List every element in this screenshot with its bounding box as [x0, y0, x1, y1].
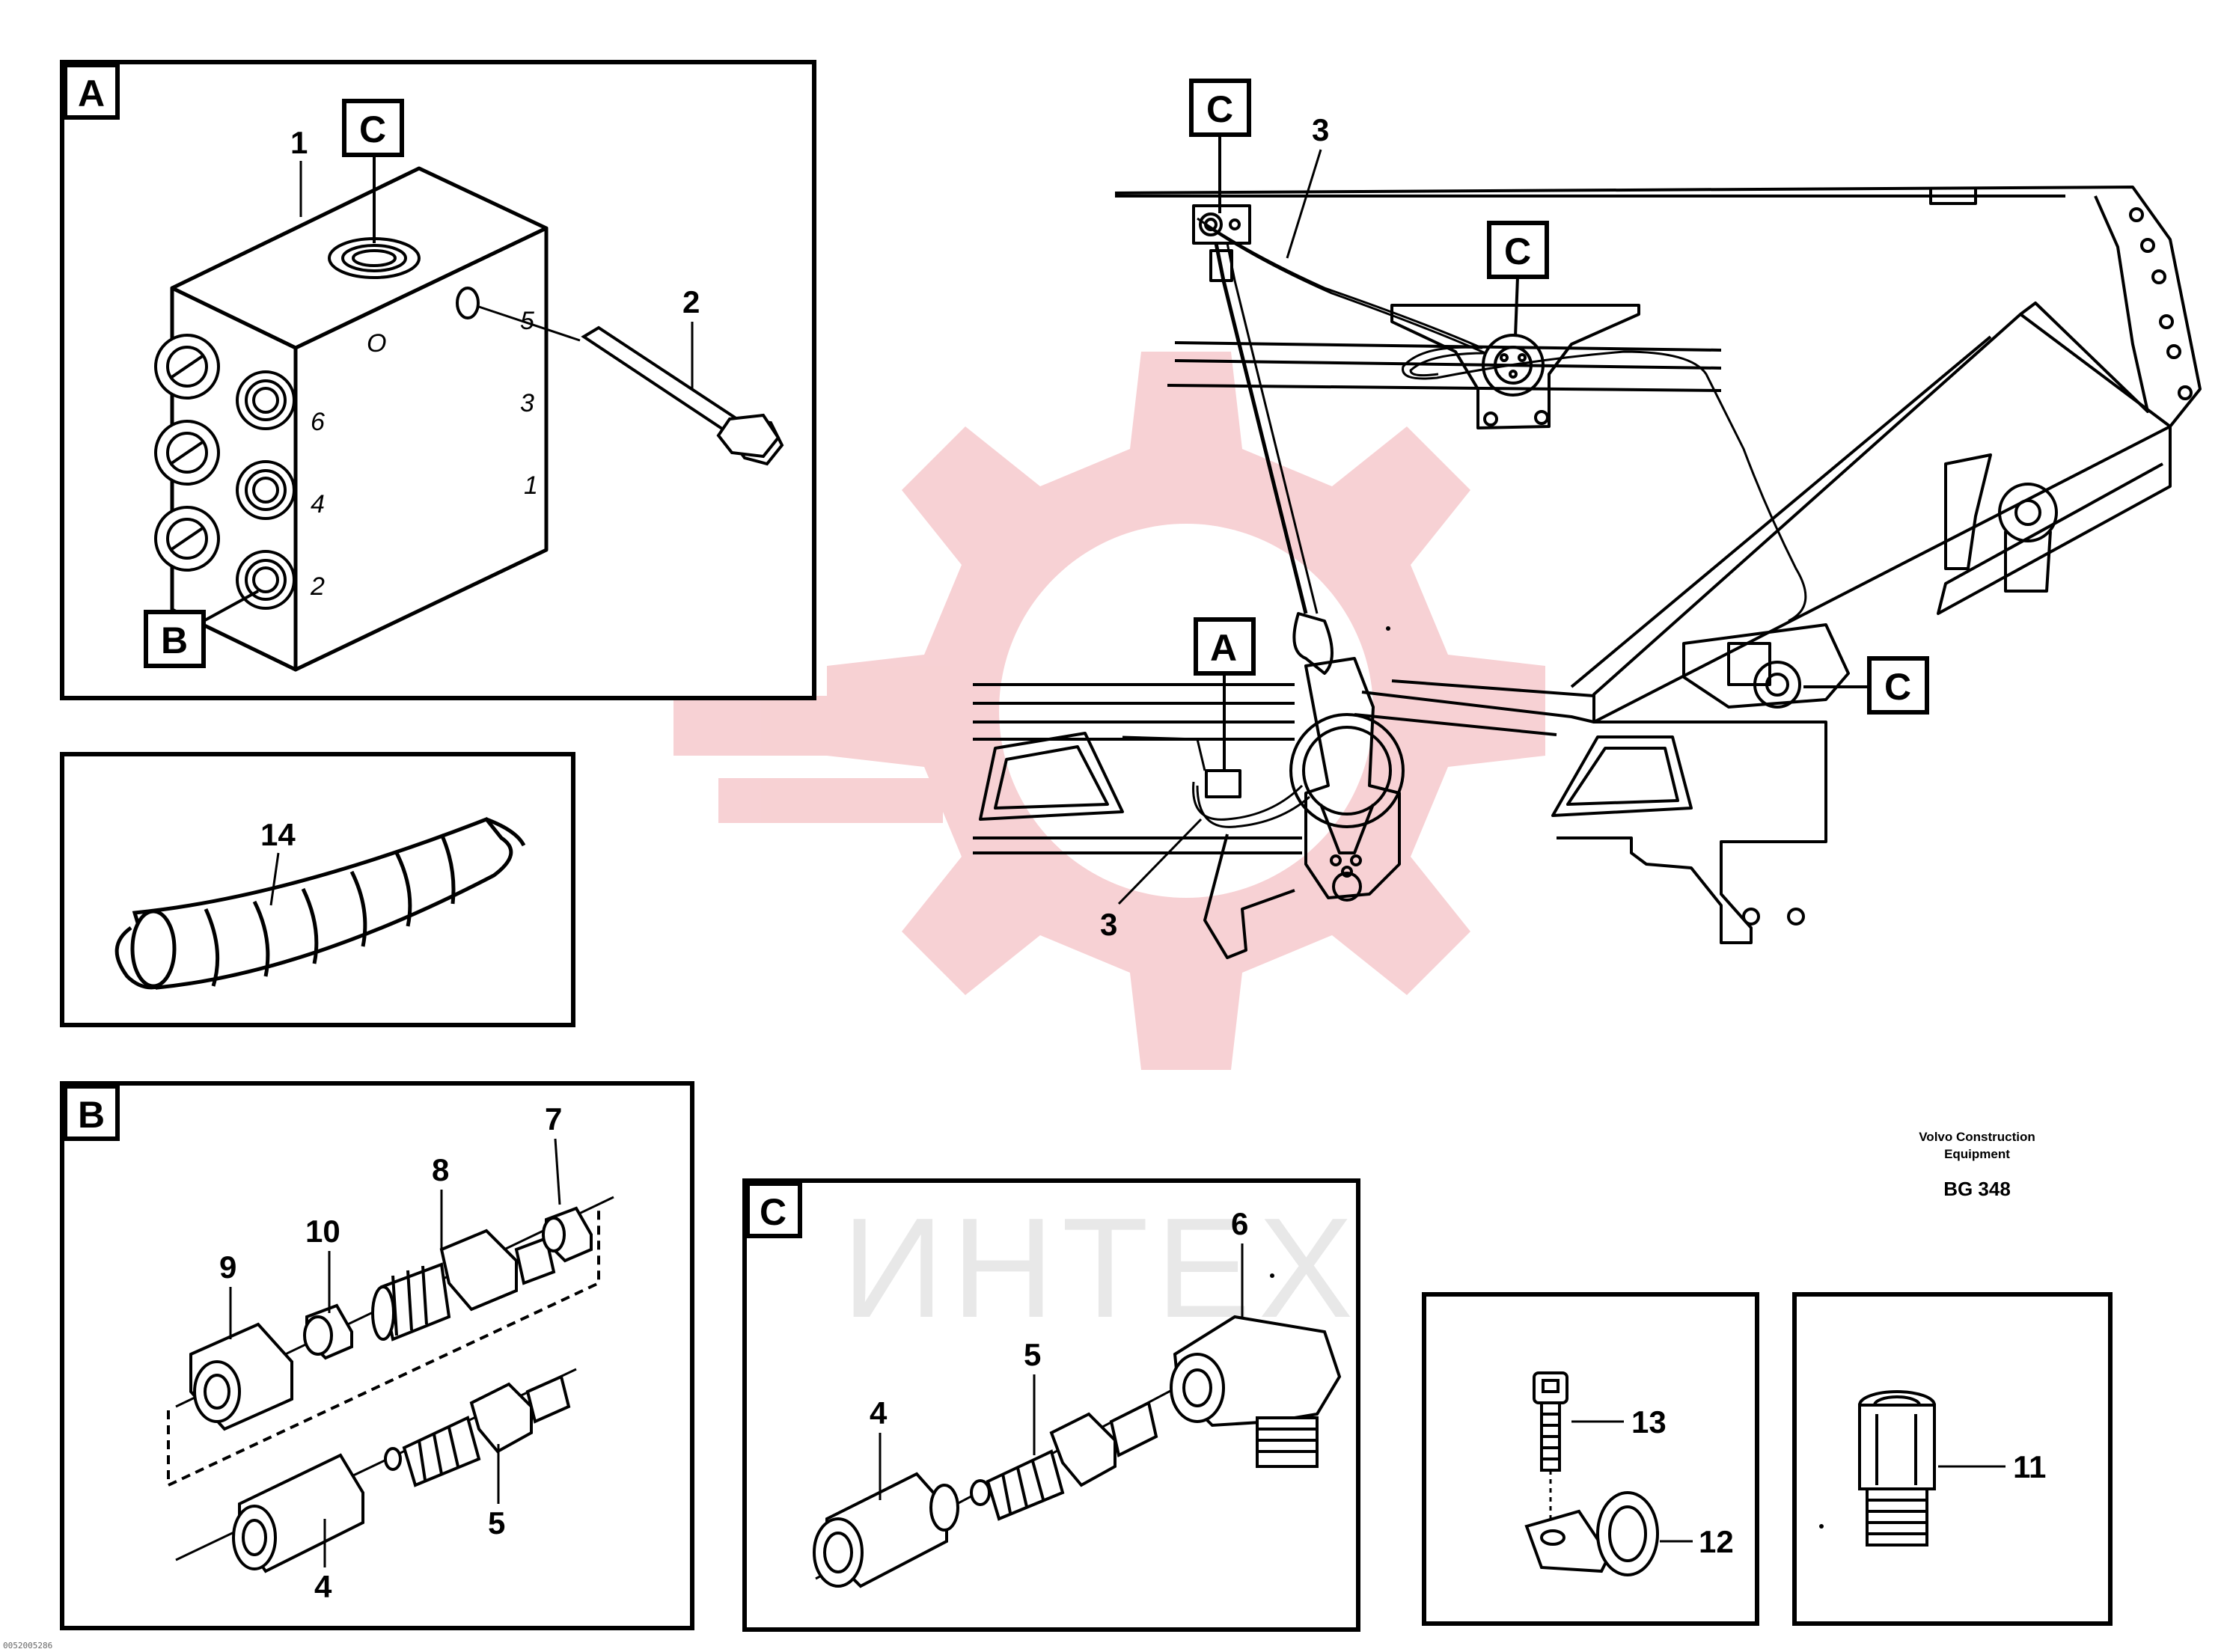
panel-c: C 4 5 6: [742, 1178, 1360, 1632]
callout-c-right: [1867, 656, 1929, 715]
label-13: 13: [1631, 1404, 1667, 1440]
panel-b-letter-box: [63, 1084, 120, 1141]
label-4: 4: [314, 1569, 332, 1604]
label-8: 8: [432, 1152, 449, 1187]
label-1: 1: [290, 125, 308, 160]
b-nut-4: [232, 1453, 364, 1573]
corner-id: 0052005286: [3, 1641, 52, 1651]
panel-a-letter-box: [63, 63, 120, 120]
callout-b-letter: B: [161, 620, 188, 661]
drawing-code: BG 348: [1943, 1178, 2011, 1200]
bolt-2: [478, 305, 784, 466]
label-c-6: 6: [1231, 1206, 1248, 1241]
label-9: 9: [219, 1249, 236, 1285]
panel-a-frame: [60, 60, 816, 700]
label-7: 7: [545, 1101, 562, 1136]
panel-a-letter: A: [78, 73, 105, 114]
port-number-3: 3: [520, 389, 534, 417]
connector-a: [1205, 769, 1241, 798]
port-number-1: 1: [524, 471, 538, 500]
panel-a: A O: [60, 60, 816, 700]
c-elbow-6: [1170, 1315, 1342, 1468]
stray-dot: [1819, 1524, 1824, 1529]
panel-b: B: [60, 1081, 694, 1630]
label-12: 12: [1699, 1524, 1734, 1559]
port-number-2: 2: [310, 572, 325, 601]
label-14: 14: [260, 817, 296, 852]
panel-hose-frame: [60, 752, 575, 1027]
port-number-4: 4: [311, 490, 325, 518]
label-c-5: 5: [1024, 1337, 1041, 1372]
b-nipple-8: [371, 1229, 556, 1342]
bolt-hole: [456, 287, 480, 319]
side-ports: [154, 334, 296, 610]
callout-c-box: [342, 99, 404, 157]
panel-adapter: 11: [1792, 1292, 2113, 1626]
b-nipple-5: [384, 1374, 571, 1487]
callout-c-right-letter: C: [1884, 666, 1911, 708]
callout-a-main-letter: A: [1210, 627, 1237, 669]
panel-c-frame: [742, 1178, 1360, 1632]
label-c-4: 4: [870, 1395, 888, 1431]
callout-c-upper-bracket-letter: C: [1504, 230, 1531, 272]
watermark-gear: [673, 352, 1545, 1070]
spiral-wrap: [114, 817, 526, 990]
callout-c-top-letter: C: [1206, 88, 1233, 130]
callout-a-main: [1194, 617, 1256, 676]
label-5: 5: [488, 1505, 505, 1541]
label-10: 10: [305, 1214, 340, 1249]
panel-clamp: 13 12: [1422, 1292, 1759, 1626]
stray-dot: [1270, 1273, 1274, 1278]
panel-b-frame: [60, 1081, 694, 1630]
main-view: [973, 186, 2202, 959]
b-sleeve-7: [542, 1206, 593, 1263]
panel-adapter-frame: [1792, 1292, 2113, 1626]
label-3-top: 3: [1312, 112, 1329, 147]
face-mark: O: [367, 329, 386, 358]
label-11: 11: [2013, 1449, 2046, 1484]
screw-13: [1533, 1371, 1568, 1472]
title-block: Volvo Construction Equipment BG 348: [1919, 1130, 2035, 1200]
watermark: ИНТЕХ: [673, 352, 1545, 1347]
main-callouts: C C C A 3 3: [1100, 79, 1929, 942]
label-2: 2: [682, 284, 700, 319]
clamp-12: [1524, 1491, 1659, 1576]
valve-block: [170, 166, 549, 672]
maker-line-1: Volvo Construction: [1919, 1130, 2035, 1144]
adapter-11: [1858, 1390, 1936, 1547]
panel-b-letter: B: [78, 1094, 105, 1136]
panel-clamp-frame: [1422, 1292, 1759, 1626]
b-ring-10: [303, 1303, 353, 1360]
panel-hose: 14: [60, 752, 575, 1027]
upper-bracket: [1390, 304, 1640, 429]
top-clevis: [1192, 204, 1251, 245]
panel-c-letter-box: [745, 1181, 802, 1238]
c-nut-4: [813, 1472, 959, 1588]
panel-c-letter: C: [760, 1191, 786, 1233]
port-number-6: 6: [311, 408, 325, 436]
callout-c-upper-bracket: [1487, 221, 1549, 279]
c-nipple-5: [970, 1401, 1158, 1521]
maker-line-2: Equipment: [1944, 1147, 2010, 1161]
stray-dot: [1386, 626, 1390, 631]
frame-holes: [2129, 207, 2193, 400]
port-number-5: 5: [520, 307, 534, 335]
label-3-bottom: 3: [1100, 907, 1117, 942]
pivot: [1998, 483, 2058, 542]
b-nut-9: [189, 1322, 293, 1431]
callout-b-box: [144, 610, 206, 668]
callout-c-letter: C: [359, 108, 386, 150]
